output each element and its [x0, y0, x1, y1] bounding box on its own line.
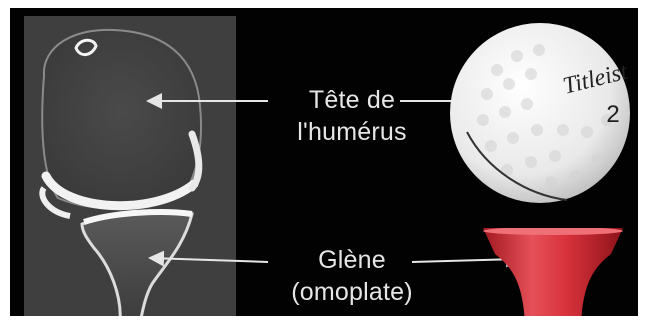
humeral-head-label: Tête de l'humérus: [272, 84, 432, 148]
glenoid-label-line2: (omoplate): [272, 276, 432, 308]
glenoid-label: Glène (omoplate): [272, 244, 432, 308]
glenoid-label-line1: Glène: [272, 244, 432, 276]
diagram-panel: Tête de l'humérus Glène (omoplate) Title…: [10, 8, 638, 316]
humeral-head-label-line2: l'humérus: [272, 116, 432, 148]
humeral-head-label-line1: Tête de: [272, 84, 432, 116]
golf-ball-number: 2: [606, 101, 619, 128]
arrow-to-glenoid: [150, 258, 268, 262]
golf-tee-image: [483, 228, 623, 316]
golf-ball-image: Titleist 2: [447, 20, 633, 206]
